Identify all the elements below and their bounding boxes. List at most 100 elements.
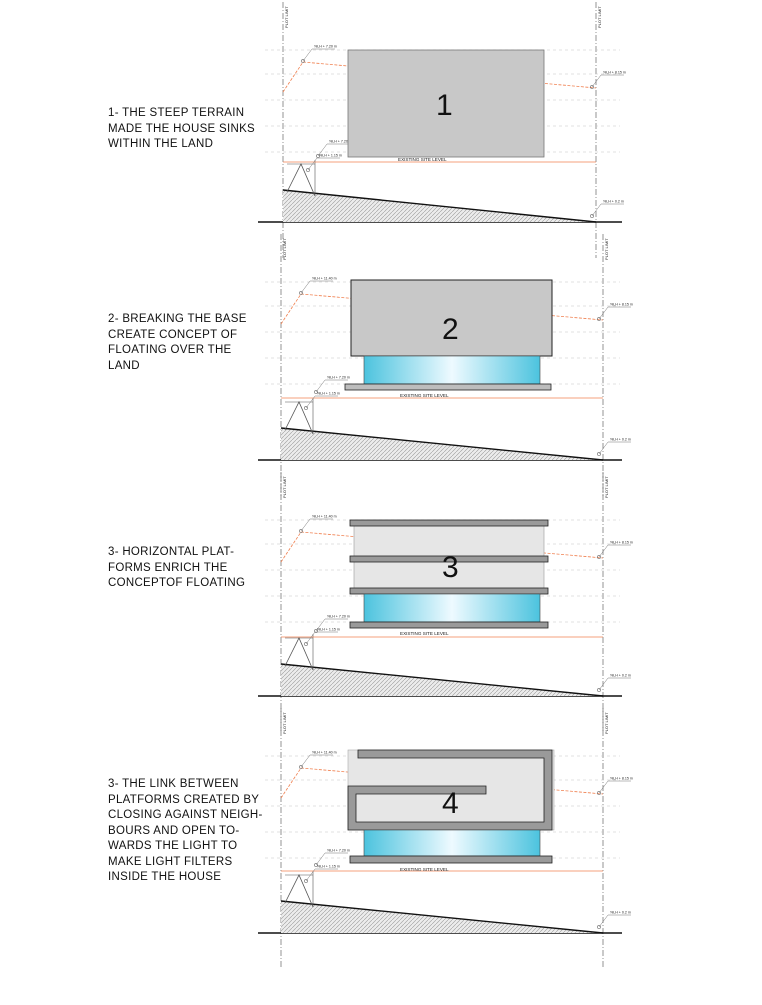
base-slab <box>349 855 553 864</box>
terrain-slope-line <box>280 427 604 461</box>
panel-1: PLOT LIMIT PLOT LIMIT %LH + 7.20 m %LH + 8.… <box>258 2 626 258</box>
level-marker-low-dot <box>304 879 308 883</box>
plot-limit-label-left: PLOT LIMIT <box>282 238 287 260</box>
panel-number: 1 <box>436 89 453 122</box>
caption-panel-1: 1- THE STEEP TERRAIN MADE THE HOUSE SINK… <box>108 107 256 150</box>
level-marker-ground-leader <box>598 441 609 455</box>
wrapping-platform <box>347 749 553 831</box>
level-marker-right-leader <box>598 780 609 794</box>
glass-base <box>363 829 541 857</box>
glass-base <box>363 593 541 623</box>
level-marker-right-label: %LH + 8.15 m <box>610 303 633 307</box>
existing-site-level-label: EXISTING SITE LEVEL <box>400 631 449 636</box>
level-marker-site-dot <box>314 629 318 633</box>
panel-number: 4 <box>442 787 459 820</box>
level-marker-roof-leader <box>300 280 311 294</box>
level-marker-ground-dot <box>597 925 601 929</box>
terrain-slope-line <box>282 189 597 223</box>
existing-site-level-label: EXISTING SITE LEVEL <box>398 157 447 162</box>
level-marker-low-leader <box>305 868 316 882</box>
level-marker-roof-label: %LH + 7.20 m <box>314 45 337 49</box>
level-marker-roof-dot <box>301 59 305 63</box>
plot-limit-label-left: PLOT LIMIT <box>282 712 287 734</box>
base-slab <box>349 621 549 629</box>
roof-level-line <box>280 293 604 325</box>
platform-slab-top <box>349 519 549 527</box>
plot-limit-label-right: PLOT LIMIT <box>597 6 602 28</box>
platform-slab-middle <box>349 555 549 563</box>
level-marker-right-dot <box>597 317 601 321</box>
roof-level-line <box>280 531 604 563</box>
level-marker-low-label: %LH + 1.15 m <box>319 154 342 158</box>
building-mass <box>347 49 545 158</box>
level-marker-low-dot <box>306 168 310 172</box>
caption-panel-4: 3- THE LINK BETWEEN PLATFORMS CREATED BY… <box>108 778 263 883</box>
existing-site-level-label: EXISTING SITE LEVEL <box>400 393 449 398</box>
level-marker-right-label: %LH + 8.15 m <box>603 71 626 75</box>
plot-limit-label-right: PLOT LIMIT <box>604 712 609 734</box>
level-marker-low-label: %LH + 1.15 m <box>317 865 340 869</box>
plot-limit-label-right: PLOT LIMIT <box>604 238 609 260</box>
level-marker-site-leader <box>315 379 326 393</box>
level-marker-roof-leader <box>300 518 311 532</box>
level-marker-ground-dot <box>597 452 601 456</box>
base-slab <box>344 383 552 391</box>
level-marker-right-label: %LH + 8.15 m <box>610 777 633 781</box>
terrain-slope-line <box>280 900 604 934</box>
existing-site-level-label: EXISTING SITE LEVEL <box>400 867 449 872</box>
level-marker-roof-dot <box>299 765 303 769</box>
panel-number: 2 <box>442 313 459 346</box>
level-marker-site-dot <box>316 154 320 158</box>
level-marker-site-dot <box>314 863 318 867</box>
level-marker-roof-label: %LH + 11.40 m <box>312 515 337 519</box>
level-marker-low-leader <box>307 157 318 171</box>
plot-limit-label-left: PLOT LIMIT <box>284 6 289 28</box>
level-marker-roof-dot <box>299 291 303 295</box>
level-marker-ground-leader <box>591 203 602 217</box>
level-marker-roof-leader <box>302 48 313 62</box>
level-marker-site-leader <box>317 143 328 157</box>
level-marker-low-dot <box>304 642 308 646</box>
level-marker-ground-dot <box>597 688 601 692</box>
plot-limit-label-right: PLOT LIMIT <box>604 476 609 498</box>
level-marker-site-label: %LH + 7.20 m <box>327 849 350 853</box>
level-marker-site-dot <box>314 390 318 394</box>
level-marker-low-leader <box>305 395 316 409</box>
level-marker-right-leader <box>598 544 609 558</box>
level-marker-right-leader <box>591 74 602 88</box>
panel-4: PLOT LIMIT PLOT LIMIT %LH + 11.40 m %LH + 8… <box>258 708 633 969</box>
level-marker-ground-label: %LH + 0.2 m <box>610 911 631 915</box>
level-marker-ground-label: %LH + 0.2 m <box>603 200 624 204</box>
level-marker-site-label: %LH + 7.20 m <box>329 140 352 144</box>
level-marker-low-label: %LH + 1.15 m <box>317 628 340 632</box>
level-marker-site-label: %LH + 7.20 m <box>327 376 350 380</box>
glass-base <box>363 355 541 385</box>
level-marker-ground-leader <box>598 677 609 691</box>
platform-slab-lower <box>349 587 549 595</box>
level-marker-low-label: %LH + 1.15 m <box>317 392 340 396</box>
level-marker-right-dot <box>597 555 601 559</box>
level-marker-low-dot <box>304 406 308 410</box>
level-marker-right-dot <box>597 791 601 795</box>
panel-number: 3 <box>442 551 459 584</box>
terrain-slope-line <box>280 663 604 697</box>
level-marker-site-leader <box>315 852 326 866</box>
level-marker-roof-leader <box>300 754 311 768</box>
caption-panel-2: 2- BREAKING THE BASE CREATE CONCEPT OF F… <box>108 313 247 372</box>
level-marker-ground-leader <box>598 914 609 928</box>
level-marker-right-leader <box>598 306 609 320</box>
caption-panel-3: 3- HORIZONTAL PLAT- FORMS ENRICH THE CON… <box>108 546 246 589</box>
level-marker-right-dot <box>590 85 594 89</box>
level-marker-ground-label: %LH + 0.2 m <box>610 438 631 442</box>
level-marker-site-label: %LH + 7.20 m <box>327 615 350 619</box>
level-marker-site-leader <box>315 618 326 632</box>
level-marker-roof-dot <box>299 529 303 533</box>
level-marker-low-leader <box>305 631 316 645</box>
level-marker-roof-label: %LH + 11.40 m <box>312 751 337 755</box>
plot-limit-label-left: PLOT LIMIT <box>282 476 287 498</box>
level-marker-ground-dot <box>590 214 594 218</box>
level-marker-ground-label: %LH + 0.2 m <box>610 674 631 678</box>
